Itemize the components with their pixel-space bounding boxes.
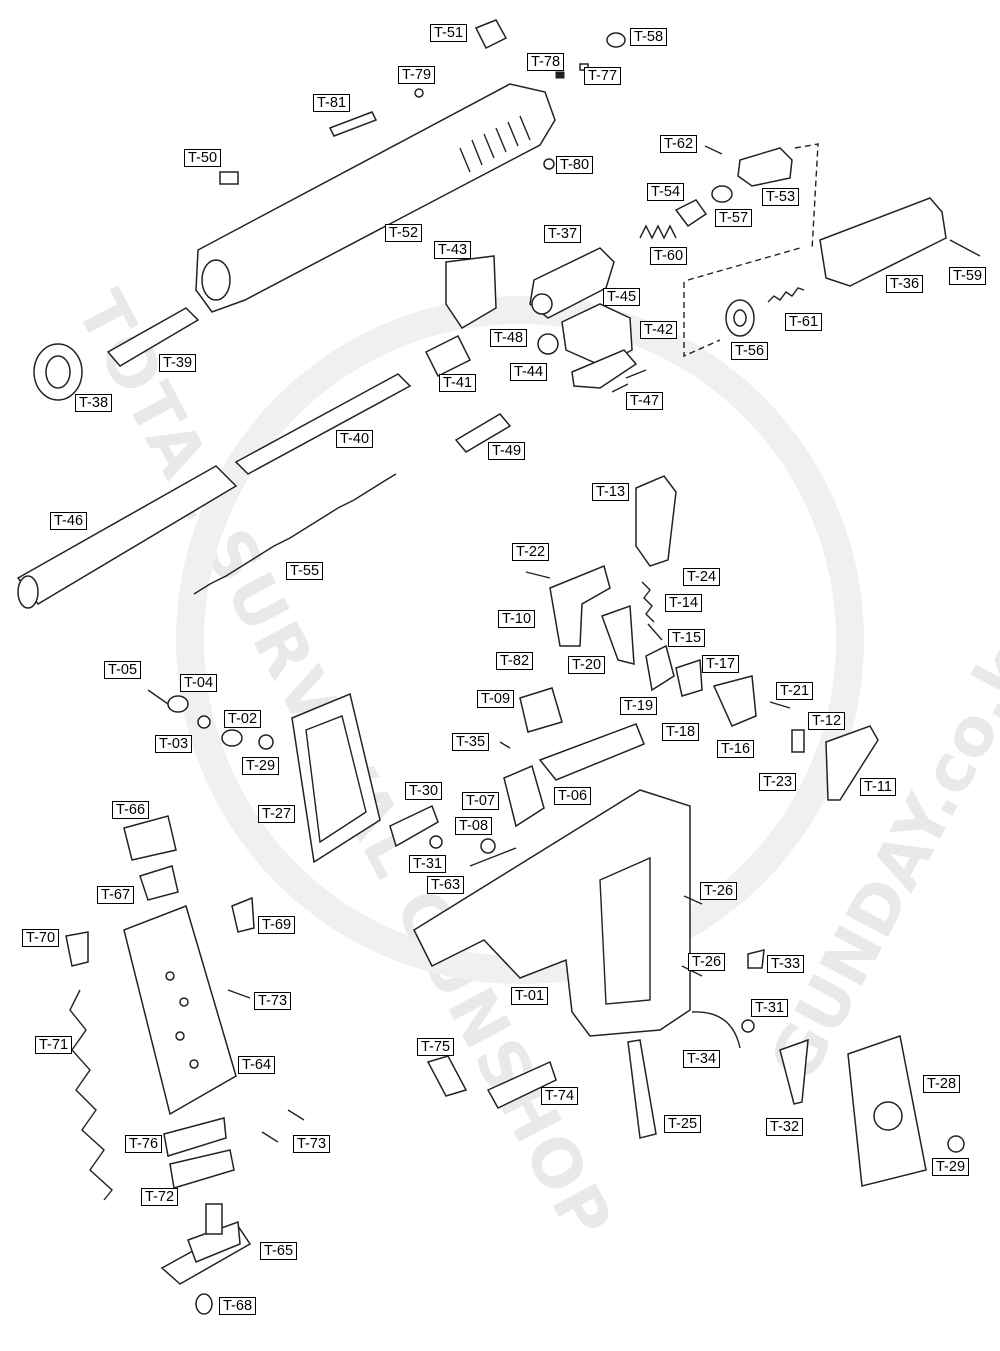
part-label-t62: T-62	[660, 135, 698, 153]
part-label-t02: T-02	[224, 710, 262, 728]
part-label-t34: T-34	[683, 1050, 721, 1068]
part-label-t29-lower: T-29	[932, 1158, 970, 1176]
part-label-t68: T-68	[219, 1297, 257, 1315]
part-label-t60: T-60	[650, 247, 688, 265]
part-label-t46: T-46	[50, 512, 88, 530]
part-label-t29-upper: T-29	[242, 757, 280, 775]
part-label-t65: T-65	[260, 1242, 298, 1260]
part-label-t48: T-48	[490, 329, 528, 347]
part-label-t38: T-38	[75, 394, 113, 412]
part-label-t19: T-19	[620, 697, 658, 715]
part-label-t55: T-55	[286, 562, 324, 580]
part-label-t82: T-82	[496, 652, 534, 670]
part-label-t16: T-16	[717, 740, 755, 758]
part-label-t14: T-14	[665, 594, 703, 612]
part-label-t13: T-13	[592, 483, 630, 501]
part-label-t28: T-28	[923, 1075, 961, 1093]
part-label-t18: T-18	[662, 723, 700, 741]
part-label-t10: T-10	[498, 610, 536, 628]
part-label-t77: T-77	[584, 67, 622, 85]
part-label-t32: T-32	[766, 1118, 804, 1136]
part-label-t04: T-04	[180, 674, 218, 692]
part-label-t73-lower: T-73	[293, 1135, 331, 1153]
part-label-t78: T-78	[527, 53, 565, 71]
part-label-t70: T-70	[22, 929, 60, 947]
part-label-t61: T-61	[785, 313, 823, 331]
part-label-t56: T-56	[731, 342, 769, 360]
part-label-t69: T-69	[258, 916, 296, 934]
part-label-t81: T-81	[313, 94, 351, 112]
part-label-t23: T-23	[759, 773, 797, 791]
part-label-t64: T-64	[238, 1056, 276, 1074]
part-label-t75: T-75	[417, 1038, 455, 1056]
part-label-t41: T-41	[439, 374, 477, 392]
part-label-t57: T-57	[715, 209, 753, 227]
part-label-t66: T-66	[112, 801, 150, 819]
part-label-t35: T-35	[452, 733, 490, 751]
part-label-t27: T-27	[258, 805, 296, 823]
part-label-t39: T-39	[159, 354, 197, 372]
part-label-t51: T-51	[430, 24, 468, 42]
part-label-t37: T-37	[544, 225, 582, 243]
part-label-t33: T-33	[767, 955, 805, 973]
part-label-t17: T-17	[702, 655, 740, 673]
part-label-t36: T-36	[886, 275, 924, 293]
part-label-t08: T-08	[455, 817, 493, 835]
part-label-t30: T-30	[405, 782, 443, 800]
part-label-t59: T-59	[949, 267, 987, 285]
part-label-t72: T-72	[141, 1188, 179, 1206]
part-label-t67: T-67	[97, 886, 135, 904]
part-label-t76: T-76	[125, 1135, 163, 1153]
part-label-t47: T-47	[626, 392, 664, 410]
part-label-t74: T-74	[541, 1087, 579, 1105]
part-label-t31-right: T-31	[751, 999, 789, 1017]
part-label-t54: T-54	[647, 183, 685, 201]
part-label-t24: T-24	[683, 568, 721, 586]
part-label-t12: T-12	[808, 712, 846, 730]
part-label-t22: T-22	[512, 543, 550, 561]
part-label-t43: T-43	[434, 241, 472, 259]
part-label-t20: T-20	[568, 656, 606, 674]
part-label-t15: T-15	[668, 629, 706, 647]
part-label-t26-lower: T-26	[688, 953, 726, 971]
part-label-t03: T-03	[155, 735, 193, 753]
part-label-t44: T-44	[510, 363, 548, 381]
part-label-t79: T-79	[398, 66, 436, 84]
part-label-t58: T-58	[630, 28, 668, 46]
part-label-t45: T-45	[603, 288, 641, 306]
part-label-t49: T-49	[488, 442, 526, 460]
part-label-t71: T-71	[35, 1036, 73, 1054]
part-label-t09: T-09	[477, 690, 515, 708]
part-label-t25: T-25	[664, 1115, 702, 1133]
part-label-t31-left: T-31	[409, 855, 447, 873]
part-label-t07: T-07	[462, 792, 500, 810]
part-label-t01: T-01	[511, 987, 549, 1005]
part-label-t80: T-80	[556, 156, 594, 174]
part-label-t63: T-63	[427, 876, 465, 894]
part-label-t42: T-42	[640, 321, 678, 339]
part-label-t73-upper: T-73	[254, 992, 292, 1010]
part-label-t53: T-53	[762, 188, 800, 206]
part-label-t21: T-21	[776, 682, 814, 700]
part-label-t26-upper: T-26	[700, 882, 738, 900]
part-label-t05: T-05	[104, 661, 142, 679]
part-label-t52: T-52	[385, 224, 423, 242]
part-label-t40: T-40	[336, 430, 374, 448]
part-label-t50: T-50	[184, 149, 222, 167]
part-label-t06: T-06	[554, 787, 592, 805]
part-label-t11: T-11	[860, 778, 896, 796]
